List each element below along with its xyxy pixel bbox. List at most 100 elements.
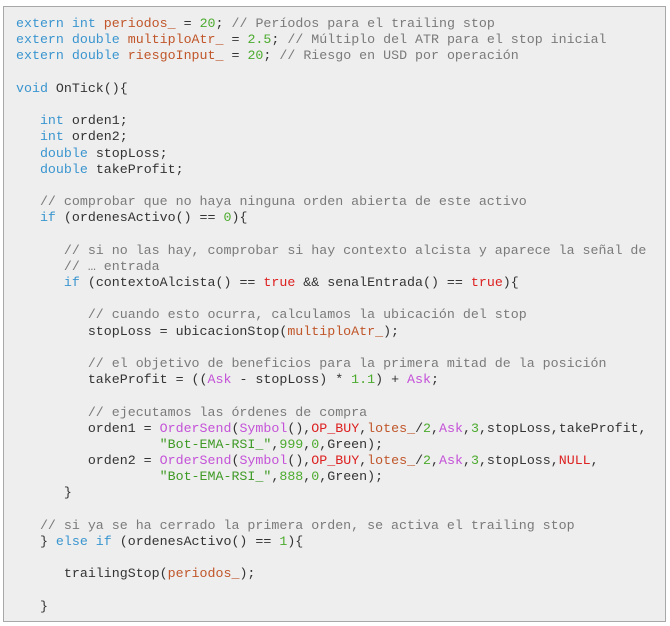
comment-token: // Múltiplo del ATR para el stop inicial [287,32,607,48]
number-token: 0 [311,469,320,485]
number-token: 888 [279,469,304,485]
code-line: double stopLoss; [16,146,647,162]
code-line: trailingStop(periodos_); [16,566,647,582]
keyword-token: int [39,113,64,129]
code-line: int orden1; [16,113,647,129]
builtin-token: Symbol [239,420,288,436]
number-token: 20 [199,16,216,31]
comment-token: // Riesgo en USD por operación [279,48,519,64]
code-line: } [16,485,647,501]
code-line: if (contextoAlcista() == true && senalEn… [16,275,647,291]
comment-token: // … entrada [63,258,160,274]
string-token: "Bot-EMA-RSI_" [159,436,272,452]
code-text-token [16,146,40,161]
builtin-token: Ask [407,372,431,388]
code-text-token: stopLoss; [87,145,168,161]
variable-token: periodos_ [103,16,176,31]
code-text-token: ; [271,32,288,48]
code-text-token: ){ [231,210,248,226]
code-text-token [16,356,88,371]
comment-token: // el objetivo de beneficios para la pri… [87,355,607,371]
code-text-token [16,405,88,420]
variable-token: riesgoInput_ [127,48,224,64]
number-token: 0 [223,210,232,226]
code-line [16,583,647,599]
code-text-token: ,Green); [319,469,384,485]
number-token: 2 [423,453,432,469]
code-text-token: } [16,534,56,549]
code-text-token: orden2; [63,129,128,145]
constant-token: OP_BUY [311,453,360,469]
keyword-token: extern double [16,32,128,48]
comment-token: // Períodos para el trailing stop [231,16,495,31]
code-line [16,178,647,194]
code-text-token: ,stopLoss, [478,453,559,469]
code-text-token: , [271,436,280,452]
constant-token: true [470,275,503,290]
code-line: int orden2; [16,129,647,145]
code-text-token: , [303,469,312,485]
code-text-token: , [431,453,440,469]
comment-token: // ejecutamos las órdenes de compra [87,404,368,420]
code-listing: extern int periodos_ = 20; // Períodos p… [16,16,647,615]
code-text-token: orden1 = [16,420,160,436]
code-text-token [16,275,64,290]
code-text-token: - stopLoss) * [231,372,352,388]
keyword-token: if [39,210,56,226]
number-token: 2 [423,420,432,436]
code-line: // … entrada [16,259,647,275]
comment-token: // si ya se ha cerrado la primera orden,… [39,517,575,533]
code-text-token: OnTick(){ [47,80,128,96]
code-text-token: = [223,48,248,64]
code-line: extern double multiploAtr_ = 2.5; // Múl… [16,32,647,48]
code-line: // ejecutamos las órdenes de compra [16,405,647,421]
code-line: if (ordenesActivo() == 0){ [16,210,647,226]
keyword-token: extern int [16,16,104,31]
code-line: // si ya se ha cerrado la primera orden,… [16,518,647,534]
code-text-token: , [431,420,440,436]
code-text-token: } [16,485,72,501]
code-text-token: (ordenesActivo() == [111,534,280,549]
code-line [16,550,647,566]
keyword-token: if [63,275,80,290]
code-text-token: ); [239,566,256,582]
code-text-token: (contextoAlcista() == [79,275,264,290]
code-line [16,502,647,518]
code-text-token: = [223,32,248,48]
keyword-token: int [39,129,64,145]
code-line [16,388,647,404]
variable-token: multiploAtr_ [287,323,384,339]
builtin-token: Ask [207,372,232,388]
variable-token: lotes_ [367,453,416,469]
code-line: stopLoss = ubicacionStop(multiploAtr_); [16,324,647,340]
builtin-token: Symbol [239,453,288,469]
code-text-token [16,259,64,274]
code-text-token: , [590,453,599,469]
code-line [16,65,647,81]
code-text-token [16,113,40,128]
number-token: 20 [247,48,264,64]
constant-token: OP_BUY [311,420,360,436]
code-text-token: , [303,436,312,452]
code-text-token [16,162,40,177]
number-token: 1 [279,534,288,549]
code-text-token: (), [287,420,312,436]
number-token: 1.1 [351,372,376,388]
code-line [16,340,647,356]
code-text-token [16,210,40,225]
code-text-token: ,stopLoss,takeProfit, [478,420,647,436]
code-line [16,291,647,307]
code-text-token [16,518,40,533]
code-text-token: / [415,453,424,469]
code-text-token: takeProfit; [87,161,184,177]
code-text-token: trailingStop( [16,566,168,582]
code-text-token: / [415,420,424,436]
code-line: "Bot-EMA-RSI_",999,0,Green); [16,437,647,453]
constant-token: true [263,275,296,290]
code-line: orden1 = OrderSend(Symbol(),OP_BUY,lotes… [16,421,647,437]
code-text-token: , [462,453,471,469]
code-text-token: ( [231,453,240,469]
code-text-token [16,469,160,484]
code-text-token: ){ [502,275,519,290]
variable-token: multiploAtr_ [127,32,224,48]
